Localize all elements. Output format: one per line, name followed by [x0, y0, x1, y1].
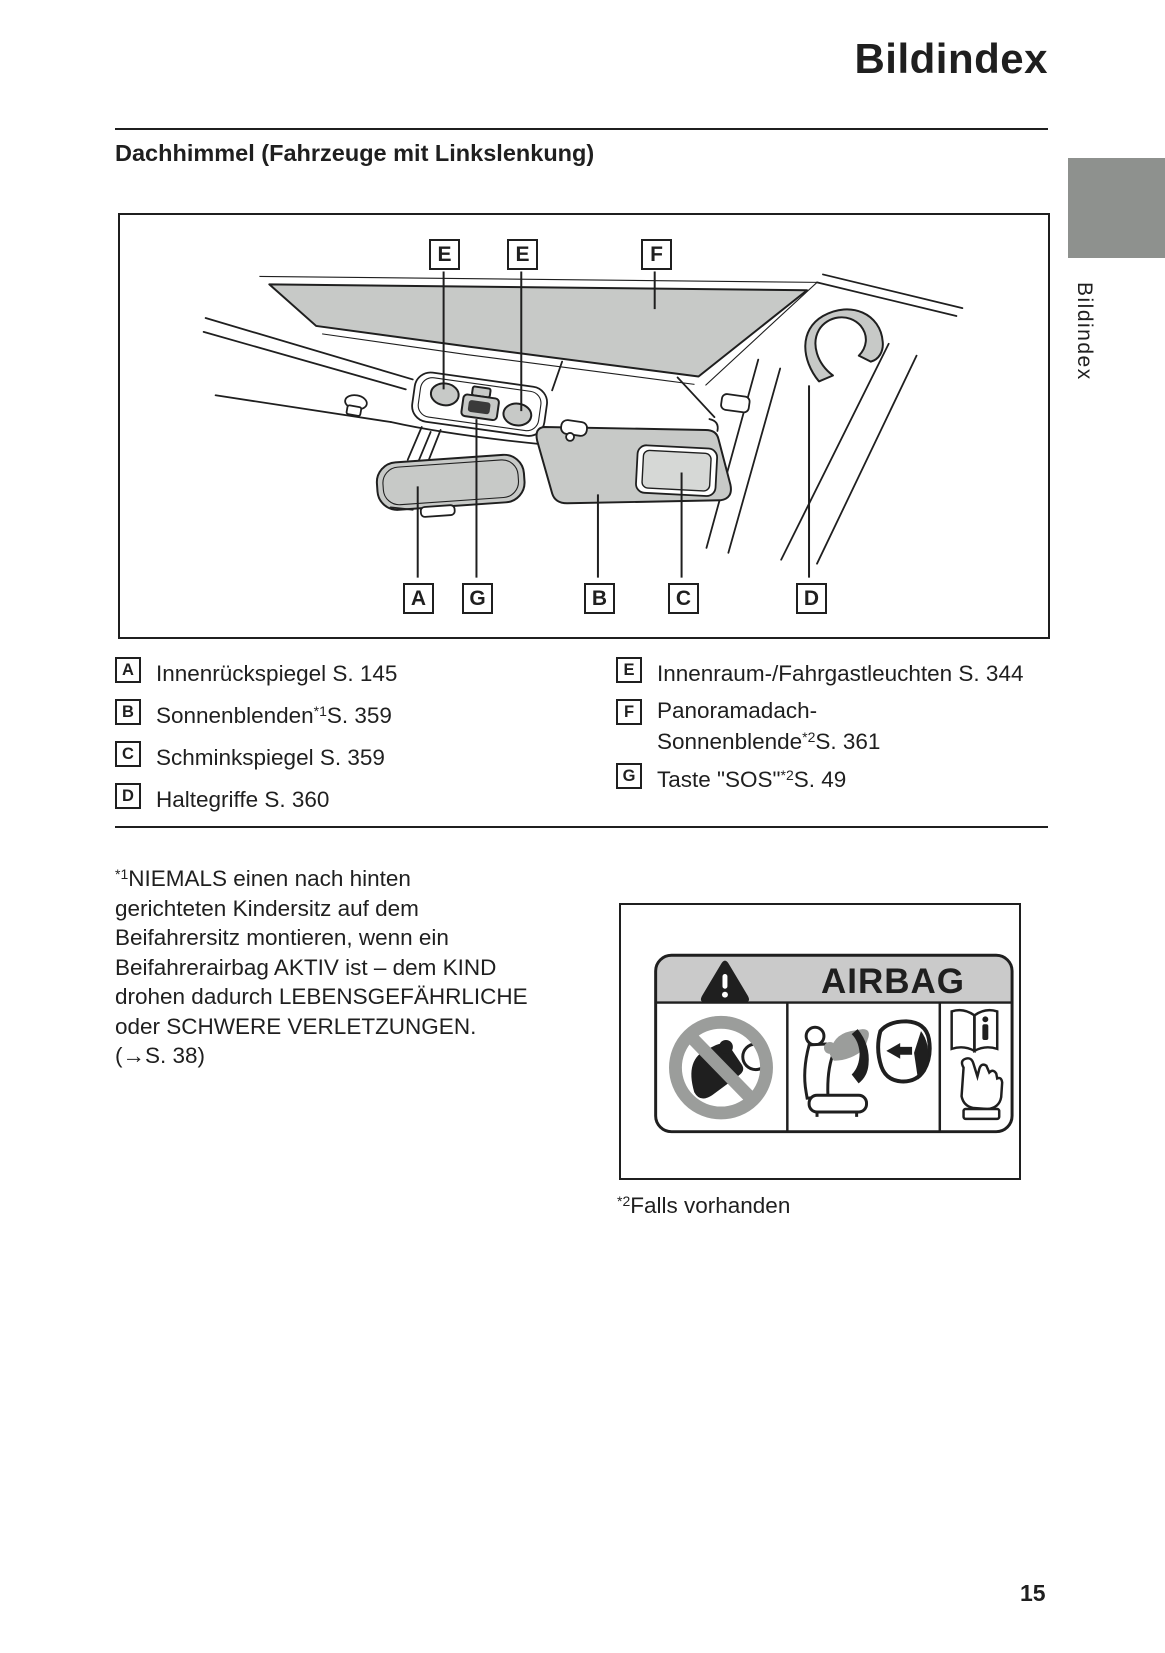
warning-triangle-icon — [700, 960, 750, 1003]
diagram-label-b: B — [584, 583, 615, 614]
map-light-right — [502, 402, 533, 427]
legend-text-a: Innenrückspiegel S. 145 — [156, 661, 398, 686]
legend-key-a: A — [115, 657, 141, 683]
grab-handle — [804, 308, 884, 383]
sun-visor — [535, 418, 732, 505]
airbag-label-art — [654, 953, 1014, 1134]
legend-item-a: A Innenrückspiegel S. 145 — [115, 656, 397, 687]
leader-lines — [416, 271, 811, 578]
legend-key-f: F — [616, 699, 642, 725]
airbag-deployment-icon — [803, 1019, 932, 1117]
legend-item-g: G Taste "SOS"*2S. 49 — [616, 762, 846, 793]
footnote-1: *1NIEMALS einen nach hinten gerichteten … — [115, 860, 585, 1071]
diagram-label-e1: E — [429, 239, 460, 270]
legend-text-d: Haltegriffe S. 360 — [156, 787, 330, 812]
diagram-label-e2: E — [507, 239, 538, 270]
section-heading: Dachhimmel (Fahrzeuge mit Linkslenkung) — [115, 140, 595, 166]
footnote-1-text: NIEMALS einen nach hinten gerichteten Ki… — [115, 866, 528, 1068]
roof-opening-lower-line — [322, 333, 695, 385]
footnote-2-text: Falls vorhanden — [630, 1193, 791, 1218]
legend-key-g: G — [616, 763, 642, 789]
rearview-mirror — [375, 453, 526, 518]
chapter-tab-label: Bildindex — [1073, 282, 1096, 381]
legend-text-b: Sonnenblenden*1S. 359 — [156, 703, 392, 728]
diagram-label-d: D — [796, 583, 827, 614]
airbag-label-title: AIRBAG — [820, 962, 966, 1001]
legend-text-c: Schminkspiegel S. 359 — [156, 745, 385, 770]
headliner-diagram: E E F A G B C D — [118, 213, 1050, 639]
panorama-shade — [268, 283, 809, 378]
no-rear-facing-child-seat-icon — [669, 1015, 773, 1120]
legend-text-f: Panoramadach-Sonnenblende*2S. 361 — [657, 698, 881, 754]
diagram-label-f: F — [641, 239, 672, 270]
legend-divider — [115, 826, 1048, 828]
legend-item-c: C Schminkspiegel S. 359 — [115, 740, 385, 771]
legend-item-b: B Sonnenblenden*1S. 359 — [115, 698, 392, 729]
footnote-2: *2Falls vorhanden — [617, 1193, 790, 1219]
headliner-line-art — [202, 271, 964, 578]
read-manual-icon — [950, 1008, 1004, 1121]
legend-key-b: B — [115, 699, 141, 725]
legend-item-d: D Haltegriffe S. 360 — [115, 782, 329, 813]
legend-key-e: E — [616, 657, 642, 683]
courtesy-lamp — [720, 393, 751, 414]
map-light-left — [429, 382, 460, 407]
footnote-2-marker: *2 — [617, 1193, 631, 1209]
legend-text-e: Innenraum-/Fahrgastleuchten S. 344 — [657, 661, 1024, 686]
diagram-label-a: A — [403, 583, 434, 614]
airbag-warning-figure: AIRBAG — [619, 903, 1021, 1180]
overhead-console — [411, 371, 548, 437]
footnote-1-marker: *1 — [115, 866, 129, 882]
legend-item-e: E Innenraum-/Fahrgastleuchten S. 344 — [616, 656, 1023, 687]
diagram-label-g: G — [462, 583, 493, 614]
legend-key-c: C — [115, 741, 141, 767]
visor-clip — [560, 419, 588, 437]
diagram-label-c: C — [668, 583, 699, 614]
sos-button-cluster — [460, 385, 500, 422]
legend-item-f: F Panoramadach-Sonnenblende*2S. 361 — [616, 698, 880, 755]
chapter-tab-marker — [1068, 158, 1165, 258]
page-number: 15 — [1020, 1580, 1046, 1606]
legend-text-g: Taste "SOS"*2S. 49 — [657, 767, 847, 792]
vanity-mirror — [635, 444, 719, 497]
legend-key-d: D — [115, 783, 141, 809]
page-title: Bildindex — [854, 35, 1048, 82]
title-divider — [115, 128, 1048, 130]
